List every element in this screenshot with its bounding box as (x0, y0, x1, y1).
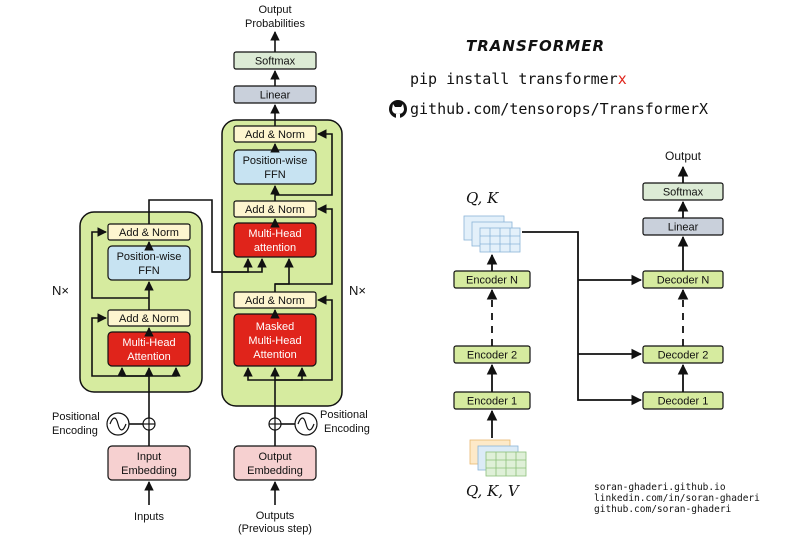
qk-matrices-icon (463, 215, 521, 253)
dec-add-norm-1-label: Add & Norm (245, 295, 305, 307)
output-probabilities-line1: Output (258, 4, 291, 16)
left-connections (91, 31, 333, 505)
pip-install-command: pip install transformerx (410, 70, 627, 88)
right-softmax-label: Softmax (663, 187, 704, 199)
credit-linkedin[interactable]: linkedin.com/in/soran-ghaderi (594, 493, 760, 504)
dec-add-norm-2-label: Add & Norm (245, 204, 305, 216)
dec-ffn-line1: Position-wise (243, 155, 308, 167)
right-linear-label: Linear (668, 222, 699, 234)
encoder-2-label: Encoder 2 (467, 350, 517, 362)
enc-add-norm-2-label: Add & Norm (119, 227, 179, 239)
encoder-n-label: Encoder N (466, 275, 518, 287)
credit-website[interactable]: soran-ghaderi.github.io (594, 482, 726, 493)
enc-mha-line2: Attention (127, 351, 170, 363)
decoder-n-label: Decoder N (657, 275, 710, 287)
title: TRANSFORMER (466, 37, 605, 55)
enc-add-circle-icon (142, 417, 156, 431)
outputs-label-line1: Outputs (256, 510, 295, 522)
dec-positional-encoding-line2: Encoding (324, 423, 370, 435)
linear-label: Linear (260, 90, 291, 102)
enc-ffn-line2: FFN (138, 265, 159, 277)
masked-mha-line1: Masked (256, 321, 295, 333)
decoder-1-label: Decoder 1 (658, 396, 709, 408)
decoder-nx-label: N× (349, 283, 366, 298)
encoder-nx-label: N× (52, 283, 69, 298)
credit-github[interactable]: github.com/soran-ghaderi (594, 504, 732, 515)
output-embedding-line1: Output (258, 451, 291, 463)
enc-positional-encoding-line1: Positional (52, 411, 100, 423)
softmax-label: Softmax (255, 56, 296, 68)
qkv-matrices-icon (469, 439, 527, 477)
qkv-label: Q, K, V (466, 482, 521, 500)
masked-mha-line2: Multi-Head (248, 335, 301, 347)
right-output-label: Output (665, 149, 702, 163)
enc-positional-encoding-line2: Encoding (52, 425, 98, 437)
input-embedding-line1: Input (137, 451, 161, 463)
dec-add-circle-icon (268, 417, 282, 431)
pip-install-suffix: x (618, 70, 627, 88)
masked-mha-line3: Attention (253, 349, 296, 361)
decoder-2-label: Decoder 2 (658, 350, 709, 362)
enc-mha-line1: Multi-Head (122, 337, 175, 349)
dec-positional-encoding-line1: Positional (320, 409, 368, 421)
enc-positional-wave-icon (106, 412, 130, 436)
dec-mha-line1: Multi-Head (248, 228, 301, 240)
dec-add-norm-3-label: Add & Norm (245, 129, 305, 141)
inputs-label: Inputs (134, 511, 164, 523)
enc-ffn-line1: Position-wise (117, 251, 182, 263)
input-embedding-line2: Embedding (121, 465, 177, 477)
qk-label: Q, K (466, 189, 499, 207)
dec-mha-line2: attention (254, 242, 296, 254)
output-probabilities-line2: Probabilities (245, 18, 305, 30)
enc-add-norm-1-label: Add & Norm (119, 313, 179, 325)
dec-ffn-line2: FFN (264, 169, 285, 181)
output-embedding-line2: Embedding (247, 465, 303, 477)
right-connections (486, 165, 689, 438)
pip-install-prefix: pip install transformer (410, 70, 618, 88)
dec-positional-wave-icon (294, 412, 318, 436)
outputs-label-line2: (Previous step) (238, 523, 312, 535)
github-icon (389, 100, 407, 118)
encoder-1-label: Encoder 1 (467, 396, 517, 408)
github-url[interactable]: github.com/tensorops/TransformerX (410, 100, 708, 118)
